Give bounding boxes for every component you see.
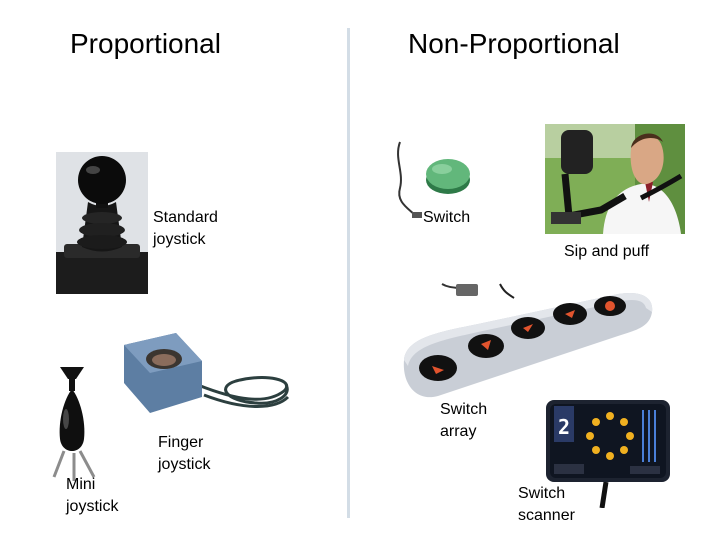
switch-array-image [398, 280, 658, 404]
mini-joystick-label: Mini joystick [66, 476, 119, 515]
standard-joystick-label: Standard joystick [153, 209, 218, 248]
mini-joystick-image [50, 365, 102, 483]
switch-label: Switch [423, 209, 471, 226]
sip-and-puff-label: Sip and puff [564, 243, 650, 260]
switch-scanner-label: Switch scanner [518, 485, 575, 524]
proportional-heading: Proportional [70, 28, 221, 59]
switch-array-label: Switch array [440, 401, 488, 440]
non-proportional-heading: Non-Proportional [408, 28, 620, 59]
finger-joystick-label: Finger joystick [158, 434, 211, 473]
scanner-display-digit: 2 [558, 415, 570, 439]
switch-scanner-image: 2 [544, 396, 674, 508]
standard-joystick-image [56, 152, 148, 294]
switch-image [390, 138, 472, 222]
column-divider [347, 28, 350, 518]
sip-and-puff-image [545, 124, 685, 234]
finger-joystick-image [116, 325, 296, 417]
